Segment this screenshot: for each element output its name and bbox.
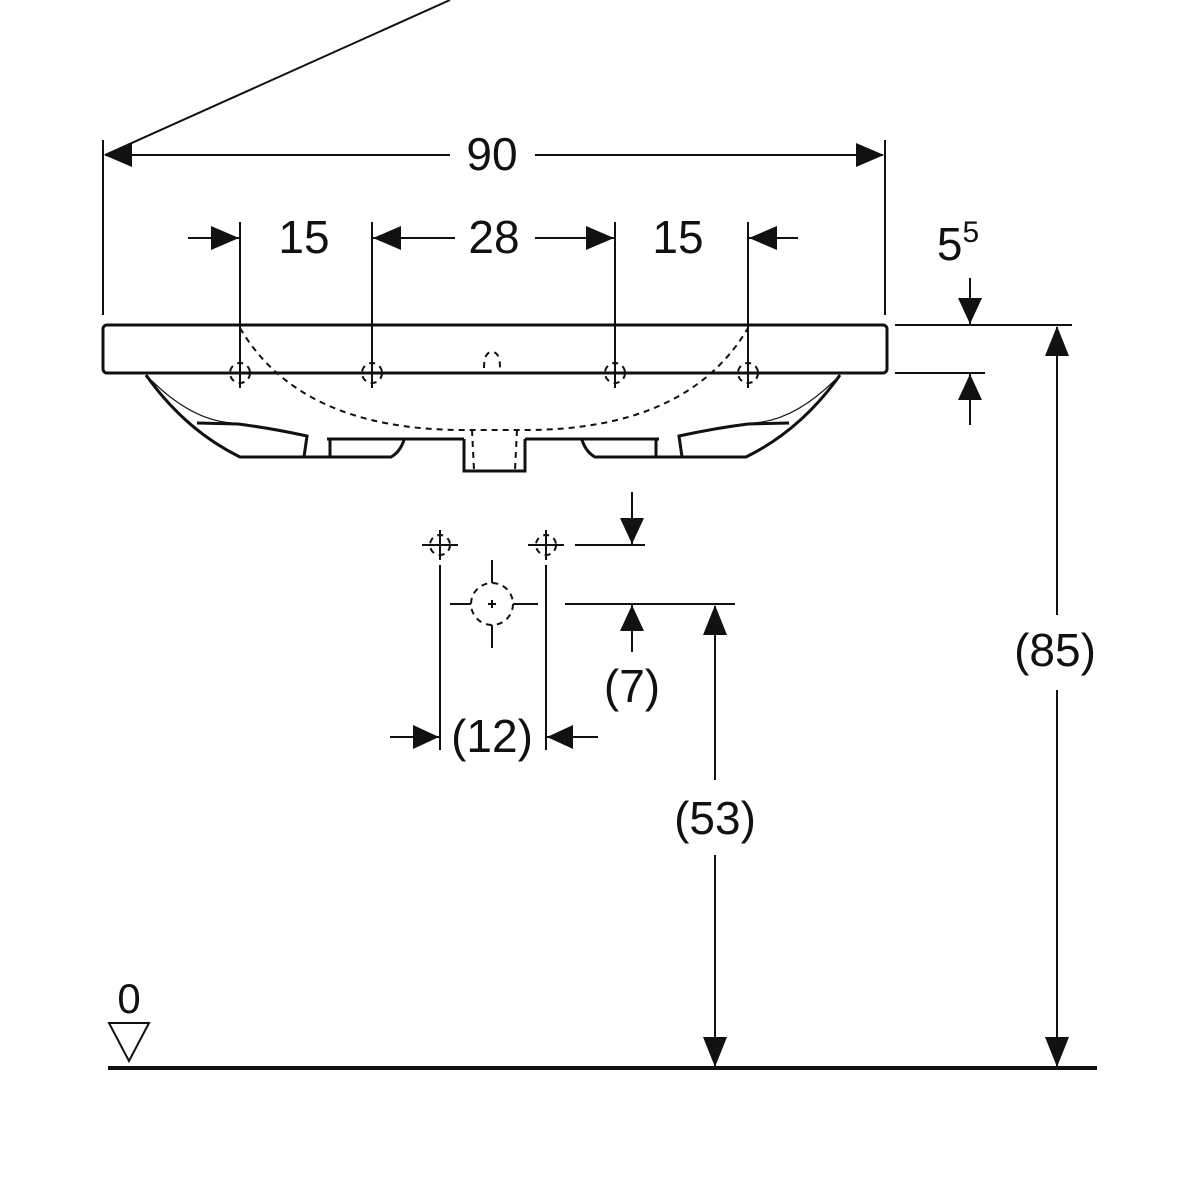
- tap-hole-markers: [225, 358, 763, 388]
- trap-offset-dimension: (7): [565, 492, 735, 712]
- rim-height-superscript: 5: [962, 216, 979, 249]
- drain-height-dimension: (53): [674, 605, 756, 1067]
- hole-spacing-dimensions: 15 28 15: [188, 211, 798, 385]
- center-spacing-label: 28: [468, 211, 519, 263]
- rim-height-base: 5: [937, 218, 963, 270]
- floor-level: 0: [107, 975, 1097, 1070]
- total-height-dimension: (85): [1014, 326, 1096, 1067]
- rim-height-label: 55: [937, 216, 979, 270]
- fixing-spacing-dimension: (12): [390, 710, 598, 762]
- rim-height-dimension: 55: [895, 216, 1072, 425]
- floor-level-label: 0: [117, 975, 140, 1022]
- overall-width-label: 90: [466, 128, 517, 180]
- overall-width-dimension: 90: [102, 0, 886, 315]
- washbasin-front-view: [101, 323, 889, 473]
- left-spacing-label: 15: [278, 211, 329, 263]
- fixing-spacing-label: (12): [451, 710, 533, 762]
- drain-position-markers: [422, 530, 564, 750]
- trap-offset-label: (7): [604, 660, 660, 712]
- drain-height-label: (53): [674, 792, 756, 844]
- floor-level-triangle-icon: [107, 1022, 151, 1064]
- total-height-label: (85): [1014, 624, 1096, 676]
- basin-half-left: [144, 374, 406, 459]
- right-spacing-label: 15: [652, 211, 703, 263]
